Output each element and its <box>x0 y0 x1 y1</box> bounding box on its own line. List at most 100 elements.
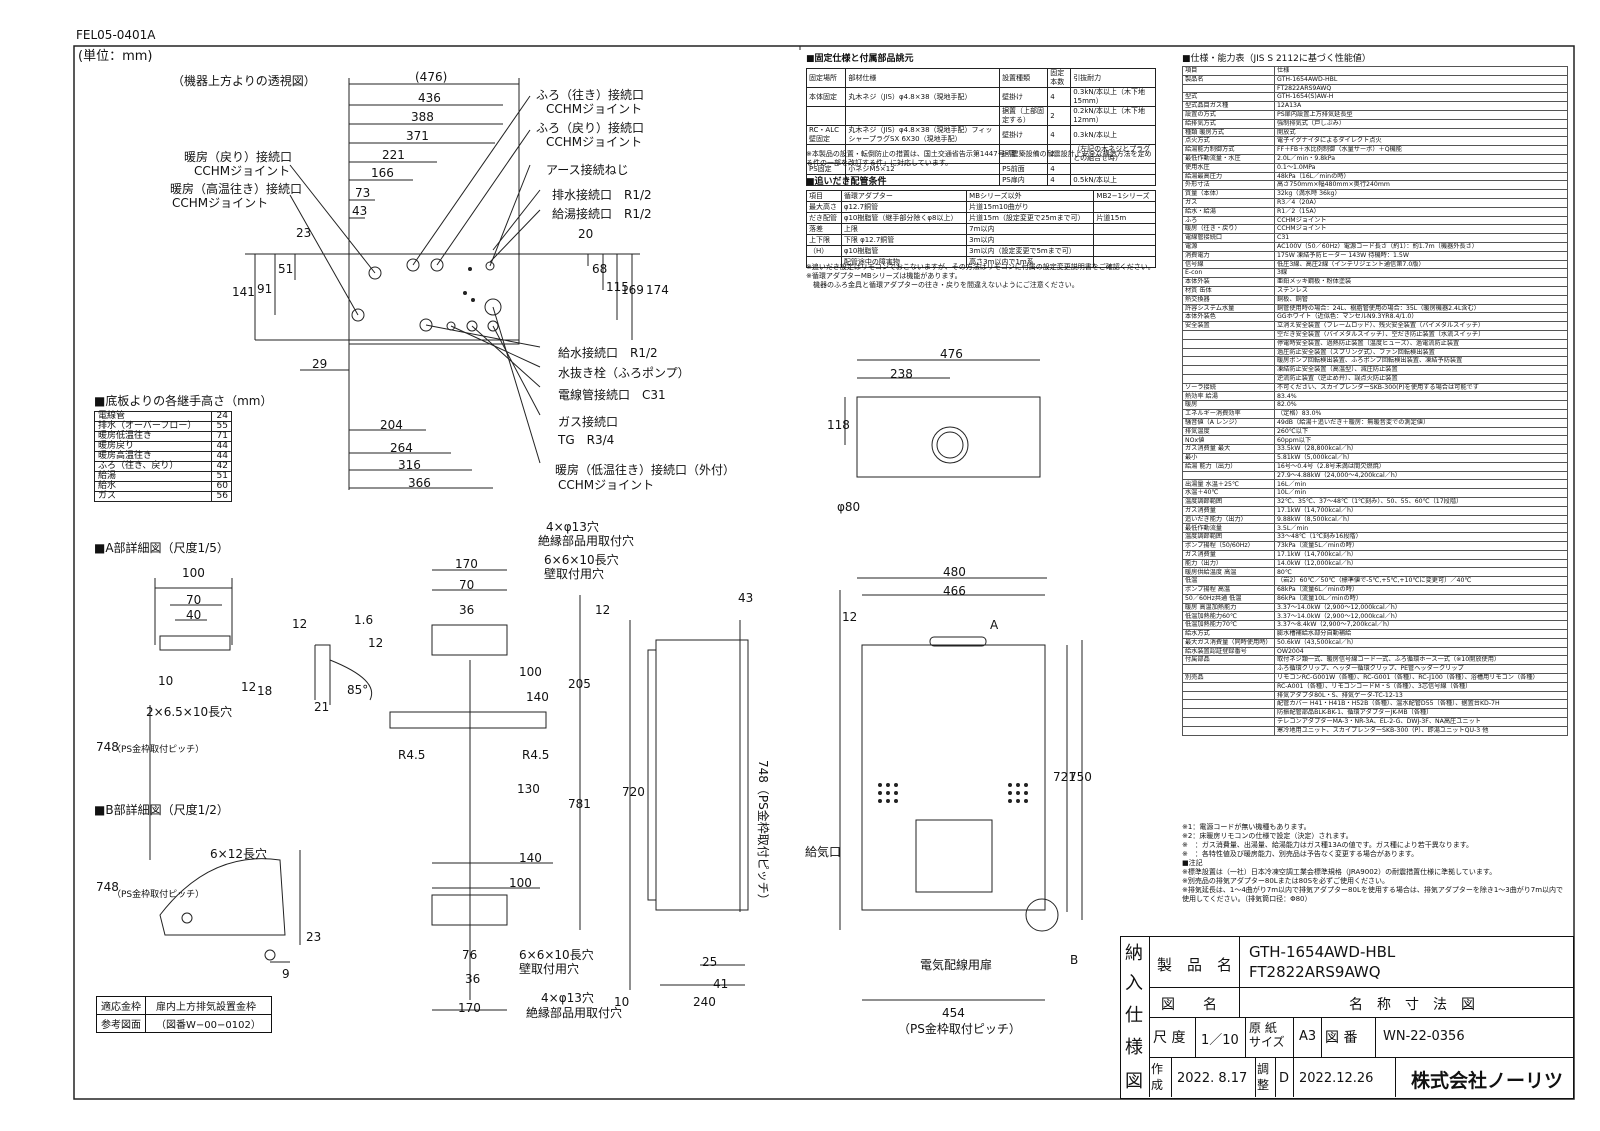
spec-value: 68kPa（流量6L／minの時） <box>1274 585 1568 595</box>
spec-note: ※1：電源コードが無い機種もあります。 <box>1182 823 1311 831</box>
height-joint: 暖房高温往き <box>94 451 212 462</box>
spec-notes: ※1：電源コードが無い機種もあります。※2：床暖房リモコンの仕様で設定（決定）さ… <box>1182 823 1568 904</box>
spec-row: 材質 缶体ステンレス <box>1182 285 1568 296</box>
spec-key: 最大ガス消費量（同時使用時） <box>1182 637 1275 648</box>
spec-value: 低圧3線、高圧2線（インテリジェント通信第7.0版） <box>1274 259 1568 270</box>
dim-label: 36 <box>465 972 481 986</box>
spec-value: （岩2）60℃／50℃（標準値で-5℃,+5℃,+10℃に変更可）／40℃ <box>1274 576 1568 587</box>
dim-label: 12 <box>292 617 308 631</box>
dim-label: 20 <box>578 227 594 241</box>
spec-value: 49dB（給湯＋追いだき＋暖房：無暖音変での測定値） <box>1274 417 1568 428</box>
spec-value: 膨水槽補給水部分自動補給 <box>1274 629 1568 639</box>
spec-value: 14.0kW（12,000kcal／h） <box>1274 558 1568 569</box>
spec-value: RC-A001（各種）、リモコンコードM・S（各種）、3芯信号線（各種） <box>1274 681 1568 692</box>
spec-row: 別売品リモコンRC-G001W（各種）、RC-G001（各種）、RC-J100（… <box>1182 672 1568 683</box>
dim-label: 100 <box>519 665 542 679</box>
heat-high-label: 暖房（高温往き）接続口 <box>170 182 303 196</box>
spec-value: 仕様 <box>1274 66 1568 76</box>
bracket-bottom-long-label: 壁取付用穴 <box>519 962 580 976</box>
spec-key: 項目 <box>1182 66 1275 76</box>
spec-key <box>1182 83 1275 94</box>
spec-row: テレコンアダプターMA-3・NR-3A、EL-2-G、DWJ-3F、NA高圧ユニ… <box>1182 716 1568 727</box>
spec-row: 外形寸法高さ750mm×幅480mm×奥行240mm <box>1182 180 1568 191</box>
intake-label: 給気口 <box>805 845 842 859</box>
side-label: 納 入 仕 様 図 <box>1121 937 1150 1097</box>
oidaki-note: 機器のふろ金具と循環アダプターの往き・戻りを間違えないようにご注意ください。 <box>806 281 1079 289</box>
spec-row: 逆流防止装置（逆止め弁）、誤点火防止装置 <box>1182 373 1568 384</box>
spec-value: 電子イグナイタによるダイレクト点火 <box>1274 136 1568 147</box>
bracket-bottom-holes: 4×φ13穴 <box>541 991 594 1005</box>
spec-value: 83.4% <box>1274 391 1568 402</box>
paper-label: 原 紙 サイズ <box>1249 1021 1285 1049</box>
drawing-name: 名 称 寸 法 図 <box>1349 997 1475 1013</box>
parts-cell <box>805 174 847 186</box>
spec-key: 別売品 <box>1182 672 1275 683</box>
divider <box>1195 1017 1196 1057</box>
dim-label: 76 <box>462 948 478 962</box>
spec-key: 温度調節範囲 <box>1182 532 1275 543</box>
spec-value: R3／4（20A） <box>1274 197 1568 208</box>
spec-value: テレコンアダプターMA-3・NR-3A、EL-2-G、DWJ-3F、NA高圧ユニ… <box>1274 716 1568 727</box>
ref-key: 適応金枠 <box>96 996 146 1015</box>
spec-row: 空だき安全装置（バイメタルスイッチ）、空だき防止装置（水流スイッチ） <box>1182 329 1568 340</box>
date-row: 作 成 2022. 8.17 調 整 D 2022.12.26 株式会社ノーリツ <box>1149 1057 1573 1097</box>
spec-row: ふろ循環クリップ、ヘッダー循環クリップ、PE管ヘッダークリップ <box>1182 664 1568 674</box>
oidaki-cell: 片道15m10曲がり <box>966 201 1095 213</box>
spec-value: 空だき安全装置（バイメタルスイッチ）、空だき防止装置（水流スイッチ） <box>1274 329 1568 340</box>
spec-key: 点火方式 <box>1182 136 1275 147</box>
spec-key: 質量（本体） <box>1182 189 1275 199</box>
water-label: 給水接続口 R1/2 <box>558 346 658 360</box>
spec-key: 電源 <box>1182 241 1275 252</box>
spec-key: 低温 <box>1182 576 1275 587</box>
oidaki-cell: （H） <box>806 245 842 257</box>
a-pitch-label: （PS金枠取付ピッチ） <box>112 745 205 755</box>
parts-cell: 0.2kN/本以上（木下地12mm） <box>1070 106 1156 126</box>
dim-label: 70 <box>186 593 202 607</box>
document-code: FEL05-0401A <box>76 28 156 42</box>
spec-key <box>1182 681 1275 692</box>
spec-row: RC-A001（各種）、リモコンコードM・S（各種）、3芯信号線（各種） <box>1182 681 1568 692</box>
oidaki-cell: 片道15m <box>1093 212 1156 224</box>
dim-label: 29 <box>312 357 328 371</box>
height-value: 51 <box>210 471 233 482</box>
ref-table: 適応金枠扉内上方排気設置金枠 参考図面（図番W−00−0102） <box>96 996 272 1033</box>
height-value: 55 <box>210 421 233 432</box>
parts-cell: 壁掛け <box>999 125 1049 145</box>
side-char: 様 <box>1125 1037 1143 1058</box>
spec-key: E-con <box>1182 268 1275 279</box>
spec-key: 暖房（往き・戻り） <box>1182 224 1275 235</box>
dim-label: 118 <box>827 418 850 432</box>
dim-label: 43 <box>738 591 754 605</box>
spec-key <box>1182 725 1275 736</box>
spec-value: 9.88kW（8,500kcal／h） <box>1274 514 1568 525</box>
spec-value: 高さ750mm×幅480mm×奥行240mm <box>1274 180 1568 191</box>
dim-label: 366 <box>408 476 431 490</box>
dim-label: 264 <box>390 441 413 455</box>
dim-label: 436 <box>418 91 441 105</box>
dim-label: 36 <box>459 603 475 617</box>
spec-key: ポンプ揚程 高温 <box>1182 585 1275 595</box>
spec-value: 配管カバー H41・H41B・H52B（各種）、温水配管D55（各種）、据置台K… <box>1274 699 1568 710</box>
spec-key: 型式品目ガス種 <box>1182 101 1275 111</box>
heat-high-joint: CCHMジョイント <box>172 196 269 210</box>
spec-row: 点火方式電子イグナイタによるダイレクト点火 <box>1182 136 1568 147</box>
spec-value: ステンレス <box>1274 285 1568 296</box>
spec-row: 停電時安全装置、過熱防止装置（温度ヒューズ）、過電流防止装置 <box>1182 338 1568 349</box>
height-joint: ガス <box>94 491 212 502</box>
spec-value: 80℃ <box>1274 567 1568 578</box>
divider <box>1255 1057 1256 1097</box>
spec-row: 種類 暖房方式開放式 <box>1182 127 1568 138</box>
spec-row: 質量（本体）32kg（満水時 36kg） <box>1182 189 1568 199</box>
dim-label: (476) <box>415 70 448 84</box>
spec-value: PS扉内設置上方排気延長型 <box>1274 109 1568 120</box>
spec-value: 排気アダプタ80L・S、排気ゲータ-TC-12-13 <box>1274 690 1568 701</box>
